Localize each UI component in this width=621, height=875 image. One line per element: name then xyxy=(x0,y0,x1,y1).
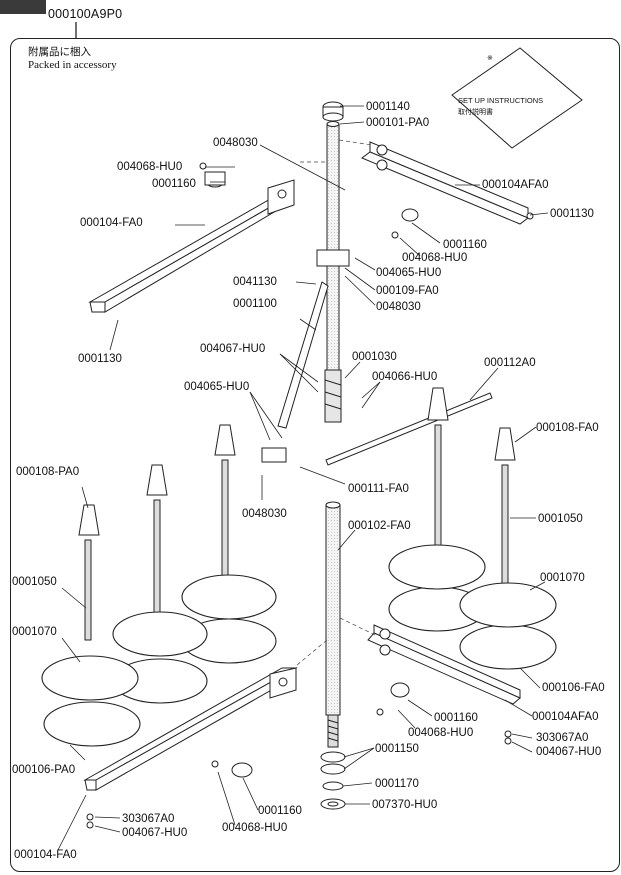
label-000106-pa0: 000106-PA0 xyxy=(12,764,75,776)
label-000109-fa0: 000109-FA0 xyxy=(376,285,439,297)
label-303067a0-right: 303067A0 xyxy=(536,732,588,744)
label-000108-pa0-left: 000108-PA0 xyxy=(16,466,79,478)
diagram-frame xyxy=(10,38,620,872)
label-004066-hu0: 004066-HU0 xyxy=(372,371,437,383)
arm-bottom-left xyxy=(83,667,298,791)
label-007370-hu0: 007370-HU0 xyxy=(372,799,437,811)
label-000104-fa0-bot: 000104-FA0 xyxy=(14,849,77,861)
label-0001130-left: 0001130 xyxy=(78,353,122,365)
header-tab xyxy=(0,0,46,14)
instructions-title: SET UP INSTRUCTIONS xyxy=(458,96,543,105)
label-303067a0-left: 303067A0 xyxy=(122,813,174,825)
assembly-code: 000100A9P0 xyxy=(48,7,123,21)
label-0001150: 0001150 xyxy=(375,743,419,755)
instructions-mark: ※ xyxy=(487,54,493,62)
spool-pins xyxy=(78,387,516,641)
label-0001030: 0001030 xyxy=(352,351,397,363)
leader-lines xyxy=(57,105,549,851)
dashed-guides xyxy=(296,139,376,666)
label-000102-fa0: 000102-FA0 xyxy=(348,520,411,532)
arm-bottom-right xyxy=(86,624,521,829)
label-004068-hu0-tr: 004068-HU0 xyxy=(402,252,467,264)
instructions-sheet: SET UP INSTRUCTIONS 取付説明書 ※ xyxy=(451,47,583,149)
label-004067-hu0-right: 004067-HU0 xyxy=(536,746,601,758)
label-0001100: 0001100 xyxy=(233,298,277,310)
label-0041130: 0041130 xyxy=(233,276,277,288)
label-004065-hu0-left: 004065-HU0 xyxy=(184,381,249,393)
label-0001160-tl: 0001160 xyxy=(152,178,196,190)
label-004068-hu0-bot: 004068-HU0 xyxy=(222,822,287,834)
label-000111-fa0: 000111-FA0 xyxy=(348,483,409,495)
label-0001050-left: 0001050 xyxy=(12,576,57,588)
label-0001160-bot: 0001160 xyxy=(258,805,302,817)
label-000104afa0-low: 000104AFA0 xyxy=(532,711,599,723)
label-0001070-left: 0001070 xyxy=(12,626,57,638)
label-004065-hu0-mid: 004065-HU0 xyxy=(376,267,441,279)
label-004067-hu0-mid: 004067-HU0 xyxy=(200,343,265,355)
accessory-note-en: Packed in accessory xyxy=(28,59,117,71)
label-000104-fa0-top: 000104-FA0 xyxy=(80,217,143,229)
label-000106-fa0: 000106-FA0 xyxy=(542,682,605,694)
label-0001160-tr: 0001160 xyxy=(443,239,487,251)
arm-top-left xyxy=(88,162,295,313)
feed-rod xyxy=(261,281,493,466)
label-0048030-top: 0048030 xyxy=(213,137,258,149)
label-0048030-low: 0048030 xyxy=(242,508,287,520)
label-000104afa0-top: 000104AFA0 xyxy=(482,179,549,191)
label-004068-hu0-tl: 004068-HU0 xyxy=(117,161,182,173)
accessory-note-ja: 附属品に梱入 xyxy=(28,46,91,58)
label-0001140: 0001140 xyxy=(366,101,410,113)
label-0001050-right: 0001050 xyxy=(538,513,583,525)
label-0048030-mid: 0048030 xyxy=(376,301,421,313)
instructions-title-ja: 取付説明書 xyxy=(458,107,493,116)
label-0001170: 0001170 xyxy=(375,778,419,790)
center-pole xyxy=(316,101,350,810)
label-000112a0: 000112A0 xyxy=(484,357,536,369)
label-0001130-right: 0001130 xyxy=(550,208,594,220)
label-000108-fa0-right: 000108-FA0 xyxy=(536,422,599,434)
label-000101-pa0: 000101-PA0 xyxy=(366,117,429,129)
label-0001160-rb: 0001160 xyxy=(434,712,478,724)
label-0001070-right: 0001070 xyxy=(540,572,585,584)
label-004068-hu0-rb: 004068-HU0 xyxy=(408,727,473,739)
label-004067-hu0-left: 004067-HU0 xyxy=(122,827,187,839)
part-labels: 0001140 000101-PA0 0048030 004068-HU0 00… xyxy=(12,101,605,861)
spool-discs xyxy=(41,544,557,747)
arm-top-right xyxy=(361,141,534,239)
